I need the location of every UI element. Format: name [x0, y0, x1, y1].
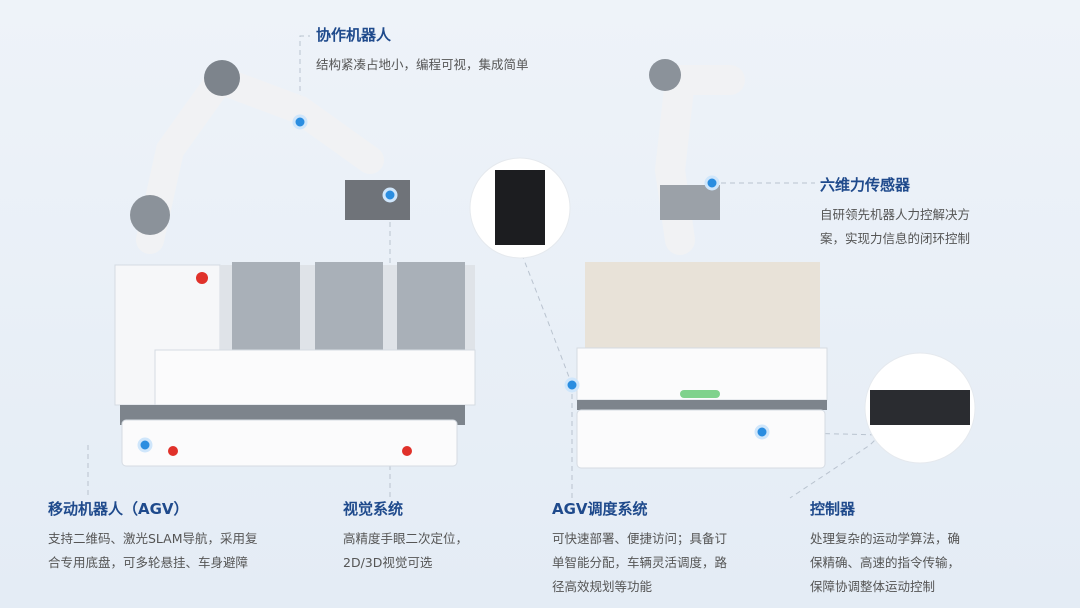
marker-dots — [137, 114, 770, 453]
label-controller: 控制器 处理复杂的运动学算法，确 保精确、高速的指令传输， 保障协调整体运动控制 — [810, 498, 960, 599]
server-image — [469, 157, 571, 259]
label-desc: 合专用底盘，可多轮悬挂、车身避障 — [48, 555, 249, 570]
label-desc: 保精确、高速的指令传输， — [810, 555, 961, 570]
label-dispatch: AGV调度系统 可快速部署、便捷访问；具备订 单智能分配，车辆灵活调度，路 径高… — [552, 498, 727, 599]
label-cobot: 协作机器人 结构紧凑占地小，编程可视，集成简单 — [316, 24, 529, 77]
label-desc: 处理复杂的运动学算法，确 — [810, 531, 961, 546]
label-desc: 径高效规划等功能 — [552, 579, 653, 594]
label-title: 控制器 — [810, 500, 856, 518]
label-desc: 自研领先机器人力控解决方 — [820, 207, 971, 222]
label-desc: 案，实现力信息的闭环控制 — [820, 231, 971, 246]
left-robot — [114, 60, 476, 467]
right-robot — [576, 59, 828, 469]
label-desc: 高精度手眼二次定位， — [343, 531, 469, 546]
label-desc: 保障协调整体运动控制 — [810, 579, 936, 594]
label-title: 六维力传感器 — [820, 176, 911, 194]
label-desc: 结构紧凑占地小，编程可视，集成简单 — [316, 57, 529, 72]
label-vision: 视觉系统 高精度手眼二次定位， 2D/3D视觉可选 — [343, 498, 468, 575]
label-desc: 单智能分配，车辆灵活调度，路 — [552, 555, 728, 570]
label-agv: 移动机器人（AGV） 支持二维码、激光SLAM导航，采用复 合专用底盘，可多轮悬… — [48, 498, 258, 575]
label-title: 协作机器人 — [316, 26, 392, 44]
label-title: 视觉系统 — [343, 500, 404, 518]
label-sensor: 六维力传感器 自研领先机器人力控解决方 案，实现力信息的闭环控制 — [820, 174, 970, 251]
label-desc: 可快速部署、便捷访问；具备订 — [552, 531, 728, 546]
label-title: AGV调度系统 — [552, 500, 648, 518]
label-desc: 2D/3D视觉可选 — [343, 555, 433, 570]
label-title: 移动机器人（AGV） — [48, 500, 189, 518]
controller-image — [864, 352, 976, 464]
label-desc: 支持二维码、激光SLAM导航，采用复 — [48, 531, 258, 546]
